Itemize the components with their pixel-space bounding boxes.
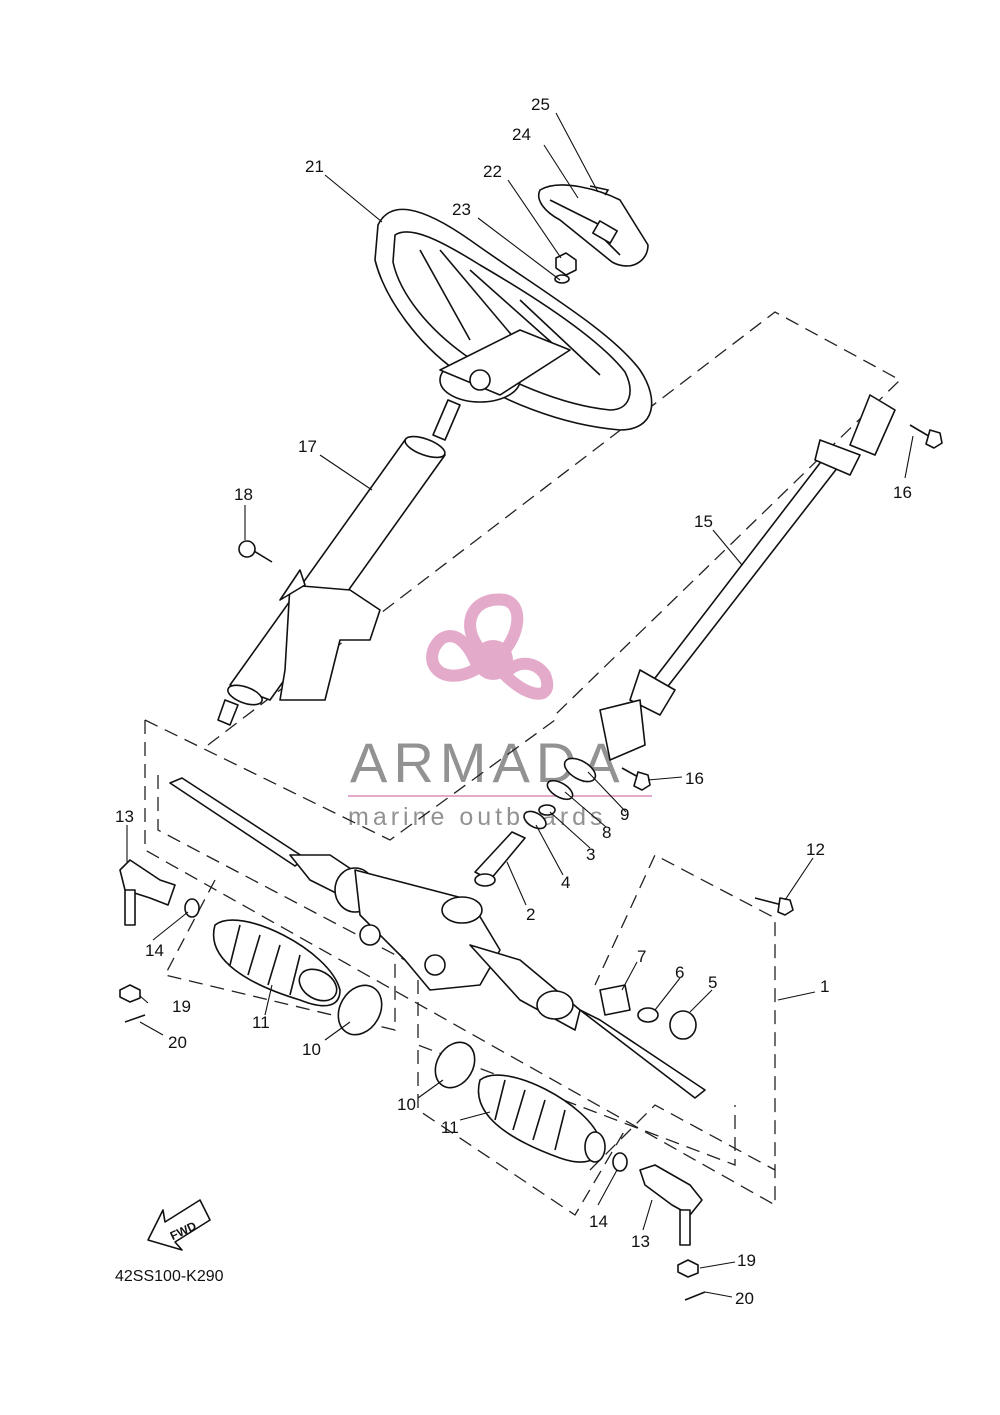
shaft-bolt-lower [621,767,651,791]
label-17: 17 [298,437,317,456]
label-4: 4 [561,873,570,892]
label-6: 6 [675,963,684,982]
rack-bolt [754,897,794,916]
pinion-seals [474,757,597,887]
label-14-right: 14 [589,1212,608,1231]
tie-rod-end-left [119,859,200,1023]
column-bolt [238,540,273,563]
label-15: 15 [694,512,713,531]
label-18: 18 [234,485,253,504]
boot-clamps [337,984,476,1089]
diagram-code: 42SS100-K290 [115,1268,224,1285]
steering-rack [169,777,706,1099]
label-24: 24 [512,125,531,144]
steering-wheel [374,208,653,431]
label-8: 8 [602,823,611,842]
label-10-left: 10 [302,1040,321,1059]
part-labels: 25 24 22 23 21 17 18 15 16 16 9 8 3 4 2 … [115,95,912,1308]
tie-rod-end-right [612,1152,706,1301]
armada-watermark-logo: ARMADA marine outboards [348,593,652,831]
steering-cap [538,184,649,267]
label-3: 3 [586,845,595,864]
label-9: 9 [620,805,629,824]
label-21: 21 [305,157,324,176]
label-13-right: 13 [631,1232,650,1251]
rack-boot-left [212,919,341,1007]
label-1: 1 [820,977,829,996]
fwd-arrow-icon: FWD [147,1199,211,1251]
label-20-left: 20 [168,1033,187,1052]
label-10-right: 10 [397,1095,416,1114]
label-22: 22 [483,162,502,181]
shaft-bolt-upper [909,424,943,449]
label-23: 23 [452,200,471,219]
label-14-left: 14 [145,941,164,960]
rack-guide-parts [599,984,697,1040]
intermediate-shaft [599,394,896,761]
label-2: 2 [526,905,535,924]
label-16-upper: 16 [893,483,912,502]
label-11-left: 11 [252,1013,270,1032]
label-12: 12 [806,840,825,859]
label-19-right: 19 [737,1251,756,1270]
steering-column [217,399,461,726]
rack-boot-right [477,1074,606,1163]
label-25: 25 [531,95,550,114]
label-20-right: 20 [735,1289,754,1308]
label-11-right: 11 [441,1118,459,1137]
label-7: 7 [637,947,646,966]
label-5: 5 [708,973,717,992]
label-13-left: 13 [115,807,134,826]
leader-lines [126,112,914,1298]
watermark-subtitle: marine outboards [348,803,607,831]
wheel-nut [554,252,577,284]
group-outlines [144,311,902,1216]
label-16-lower: 16 [685,769,704,788]
label-19-left: 19 [172,997,191,1016]
